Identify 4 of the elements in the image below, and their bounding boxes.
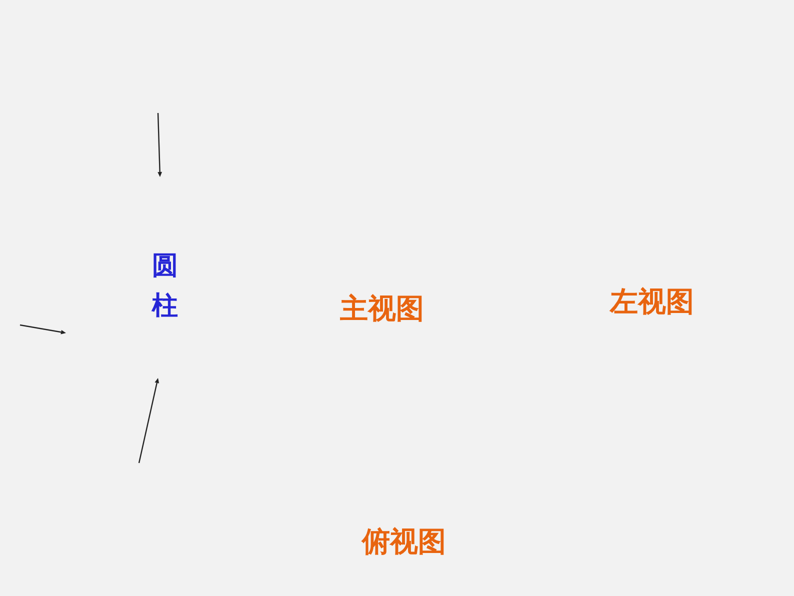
view-label: 俯视图	[362, 528, 446, 556]
view-label: 左视图	[610, 288, 694, 316]
vertical-label: 圆柱	[152, 250, 178, 323]
view-label: 主视图	[340, 295, 424, 323]
